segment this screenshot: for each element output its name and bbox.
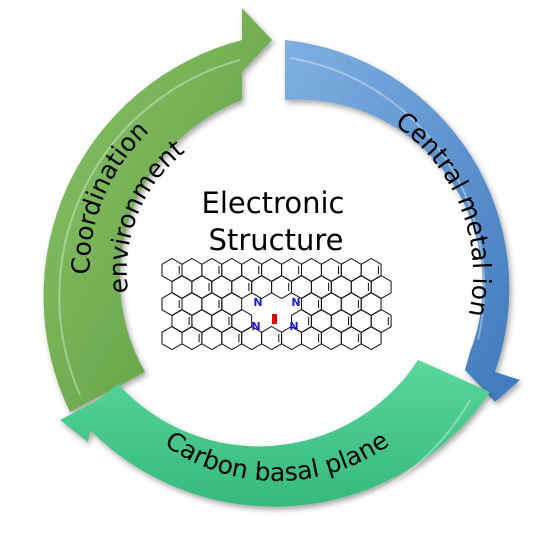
graphene-lattice-structure	[161, 257, 392, 351]
nitrogen-atom-top-right: N	[291, 296, 300, 309]
carbon-segment-highlight	[114, 399, 471, 523]
lattice-hexagon	[360, 325, 382, 351]
carbon-basal-plane-segment	[60, 360, 490, 507]
central-metal-segment-highlight	[289, 57, 486, 341]
center-circle	[140, 140, 412, 412]
coordination-environment-segment	[43, 8, 273, 412]
metal-center-atom	[272, 314, 277, 324]
central-metal-ion-segment	[285, 40, 520, 402]
center-title-line1: Electronic	[202, 186, 345, 220]
coordination-segment-highlight	[58, 59, 241, 396]
nitrogen-atom-bottom-left: N	[251, 320, 260, 333]
nitrogen-atom-top-left: N	[253, 296, 262, 309]
center-title-line2: Structure	[209, 223, 344, 257]
nitrogen-atom-bottom-right: N	[289, 320, 298, 333]
